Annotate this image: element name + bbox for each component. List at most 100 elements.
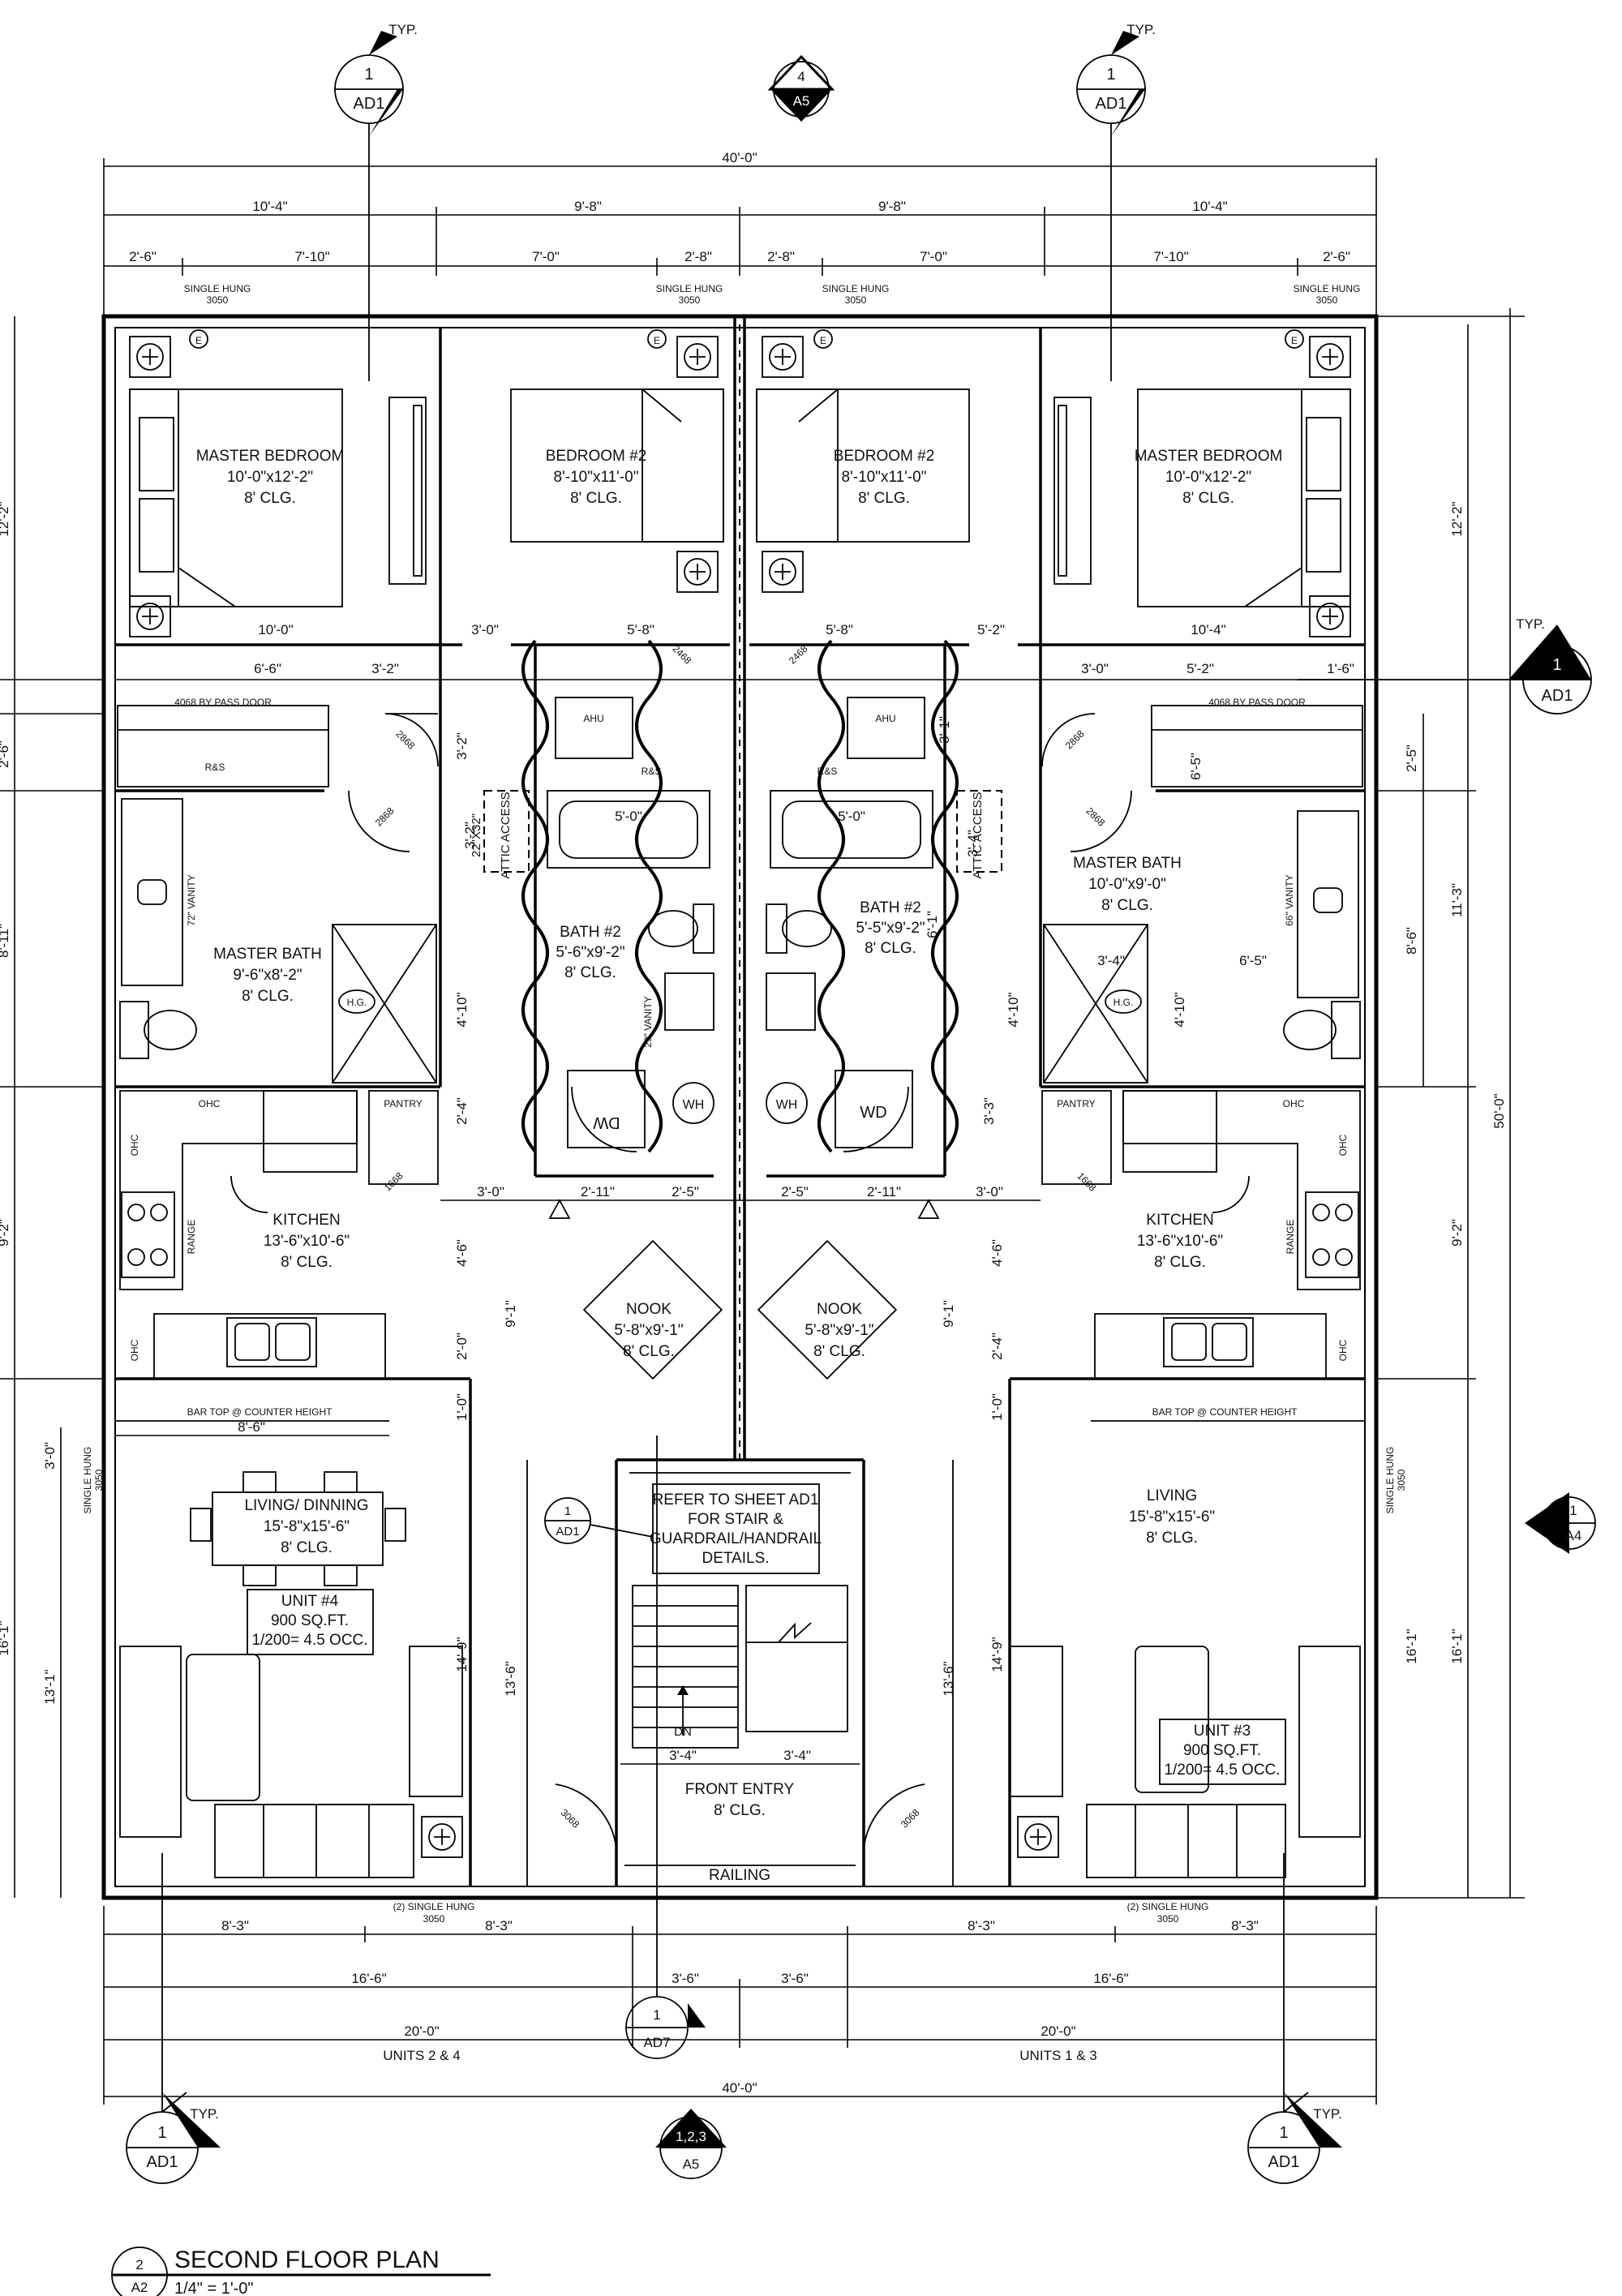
window-label: SINGLE HUNG — [184, 283, 251, 294]
washer-dryer-label: WD — [860, 1104, 886, 1122]
left-side-dimensions: 12'-2" 2'-6" 8'-11" 9'-2" 16'-1" 13'-1" … — [0, 316, 62, 1898]
dim-interior: 4'-10" — [1006, 992, 1021, 1027]
door-size: 2868 — [393, 728, 417, 752]
lamp-icon — [762, 336, 804, 378]
dim-interior: 3'-3" — [981, 1097, 997, 1125]
detail-marker-bottom-mid[interactable]: 1,2,3 A5 — [655, 2109, 727, 2179]
dim-interior: 14'-9" — [454, 1637, 470, 1672]
window-size: 3050 — [845, 294, 867, 306]
detail-marker-top-center[interactable]: 4 A5 — [767, 54, 835, 122]
dim-top2: 2'-6" — [129, 249, 157, 264]
stair-down-label: DN — [674, 1725, 692, 1739]
kitchen-right: RANGE OHC OHC OHC PANTRY KITCHEN 13'-6"x… — [941, 1090, 1361, 1421]
hair-grip-label: H.G. — [347, 997, 367, 1008]
dim-interior: 1'-6" — [1327, 661, 1354, 676]
marker-number: 4 — [797, 69, 805, 84]
dim-interior: 3'-4" — [783, 1748, 811, 1763]
lamp-icon — [1017, 1816, 1059, 1858]
stair-note-line: FOR STAIR & — [688, 1511, 783, 1528]
room-bedroom2-left: BEDROOM #2 8'-10"x11'-0" 8' CLG. — [546, 448, 647, 507]
dim-bottom: 3'-6" — [672, 1971, 699, 1986]
master-bath-right: 66" VANITY H.G. MASTER BATH 10'-0"x9'-0"… — [1043, 810, 1361, 1084]
dim-interior: 3'-1" — [937, 716, 952, 744]
detail-marker-bottom-right[interactable]: 1 AD1 TYP. — [1247, 1853, 1342, 2184]
dim-interior: 6'-5" — [1188, 753, 1204, 780]
detail-marker-top-right[interactable]: 1 AD1 TYP. — [1076, 22, 1156, 381]
room-ceiling: 8' CLG. — [1154, 1254, 1206, 1271]
dim-interior: 2'-5" — [672, 1184, 699, 1199]
attic-access-right: ATTIC ACCESS — [956, 790, 1002, 879]
window-size: 3050 — [1316, 294, 1338, 306]
window-label: SINGLE HUNG — [1294, 283, 1361, 294]
dim-interior: 10'-0" — [258, 622, 293, 637]
bar-top-label: BAR TOP @ COUNTER HEIGHT — [1152, 1406, 1298, 1418]
attic-access-left: ATTIC ACCESS 22"X32" — [470, 790, 530, 879]
living-right: LIVING 15'-8"x15'-6" 8' CLG. UNIT #3 900… — [941, 1447, 1407, 1878]
room-name: LIVING — [1147, 1487, 1197, 1504]
range-label: RANGE — [1285, 1220, 1296, 1255]
dim-bottom: 8'-3" — [968, 1918, 995, 1933]
window-size: 3050 — [207, 294, 229, 306]
room-name: NOOK — [626, 1301, 672, 1318]
room-name: FRONT ENTRY — [685, 1781, 795, 1798]
overhead-cabinet-label: OHC — [1337, 1339, 1349, 1361]
dim-interior: 4'-10" — [1172, 992, 1187, 1027]
room-name: MASTER BEDROOM — [196, 448, 345, 465]
marker-number: 1 — [157, 2124, 166, 2142]
lamp-icon — [1309, 336, 1351, 378]
vanity-label: 66" VANITY — [1284, 874, 1295, 925]
dim-interior: 2'-0" — [454, 1333, 470, 1360]
typ-label: TYP. — [1516, 616, 1545, 632]
detail-marker-right-lower[interactable]: 1 A4 — [1525, 1492, 1596, 1554]
bypass-door-label: 4068 BY PASS DOOR — [174, 697, 272, 708]
room-name: KITCHEN — [272, 1212, 340, 1229]
air-handler-label: AHU — [875, 713, 895, 724]
right-side-dimensions: 12'-2" 2'-5" 11'-3" 8'-6" 9'-2" 16'-1" 1… — [1404, 308, 1511, 1898]
extension-lines — [0, 315, 1525, 1899]
detail-marker-top-left[interactable]: 1 AD1 TYP. — [334, 22, 418, 381]
room-name: BATH #2 — [560, 924, 621, 941]
room-ceiling: 8' CLG. — [623, 1343, 675, 1360]
detail-marker-right-upper[interactable]: 1 AD1 TYP. — [1298, 616, 1592, 715]
lamp-icon — [1309, 595, 1351, 637]
dim-right: 8'-6" — [1404, 927, 1419, 955]
marker-sheet: AD7 — [643, 2035, 670, 2050]
room-name: BEDROOM #2 — [834, 448, 935, 465]
window-size: 3050 — [1396, 1469, 1407, 1491]
room-ceiling: 8' CLG. — [281, 1539, 333, 1556]
room-name: MASTER BATH — [1073, 855, 1182, 872]
dim-interior: 6'-1" — [925, 911, 940, 938]
room-size: 10'-0"x12'-2" — [1165, 469, 1251, 486]
typ-label: TYP. — [190, 2106, 219, 2122]
window-size: 3050 — [423, 1913, 445, 1925]
top-dimension-strings: 40'-0" 10'-4" 9'-8" 9'-8" 10'-4" 2'-6" 7… — [103, 150, 1377, 324]
dim-interior: 14'-9" — [989, 1637, 1005, 1672]
dim-interior: 3'-2" — [371, 661, 399, 676]
closet-area: 4068 BY PASS DOOR R&S 4068 BY PASS DOOR — [117, 697, 1363, 788]
exterior-walls — [101, 314, 1379, 1900]
dim-interior: 9'-1" — [503, 1300, 518, 1328]
room-ceiling: 8' CLG. — [714, 1802, 766, 1819]
detail-marker-bottom-center[interactable]: 1 AD7 — [625, 1436, 706, 2059]
pantry-label: PANTRY — [1057, 1098, 1096, 1109]
dishwasher-label: DW — [593, 1114, 620, 1131]
bedroom-fixtures — [129, 388, 1351, 607]
title-number: 2 — [135, 2257, 143, 2272]
dim-interior: 10'-4" — [1191, 622, 1225, 637]
marker-number: 1 — [364, 66, 373, 84]
dim-interior: 2'-4" — [989, 1333, 1005, 1360]
dim-right: 16'-1" — [1404, 1629, 1419, 1663]
hair-grip-label: H.G. — [1114, 997, 1134, 1008]
room-name: BATH #2 — [860, 899, 921, 916]
dim-right: 16'-1" — [1449, 1629, 1465, 1663]
dim-bottom: 8'-3" — [1231, 1918, 1259, 1933]
dim-left: 2'-6" — [0, 740, 11, 768]
dim-interior: 1'-0" — [989, 1393, 1005, 1421]
detail-marker-bottom-left[interactable]: 1 AD1 TYP. — [126, 1853, 221, 2184]
stair-note-line: GUARDRAIL/HANDRAIL — [650, 1530, 822, 1547]
overhead-cabinet-label: OHC — [129, 1339, 140, 1361]
typ-label: TYP. — [1313, 2106, 1342, 2122]
stair-note-line: REFER TO SHEET AD1 — [653, 1491, 819, 1508]
room-name: BEDROOM #2 — [546, 448, 647, 465]
room-ceiling: 8' CLG. — [1146, 1530, 1198, 1547]
